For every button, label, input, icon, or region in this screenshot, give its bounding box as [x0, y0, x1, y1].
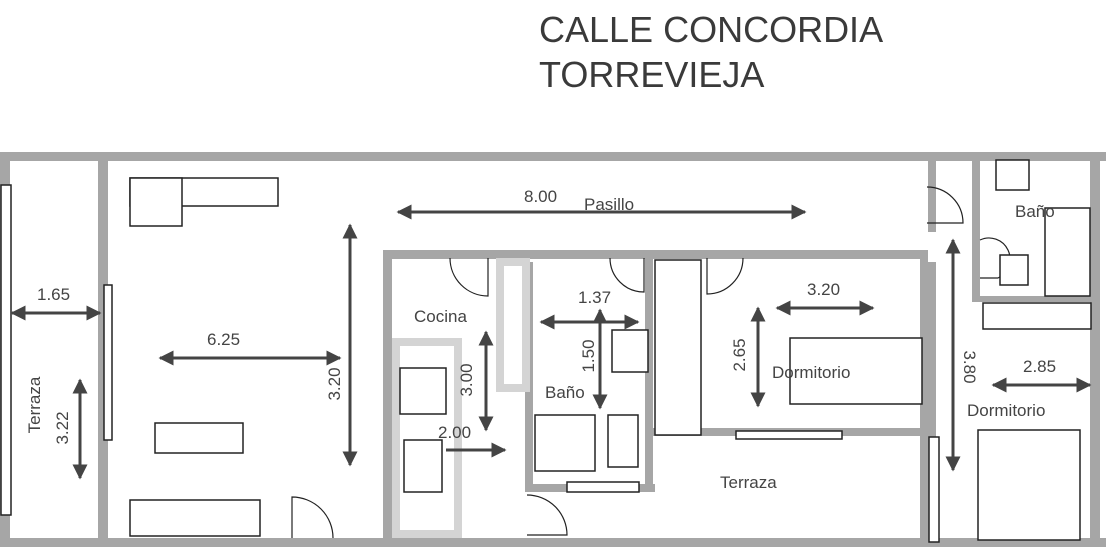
dim-dormitorio-width: 3.20 — [807, 280, 840, 299]
city-title: TORREVIEJA — [539, 54, 765, 95]
dim-bano-length: 1.50 — [579, 339, 598, 372]
dim-pasillo-length: 8.00 — [524, 187, 557, 206]
street-title: CALLE CONCORDIA — [539, 9, 884, 50]
room-label-cocina: Cocina — [414, 307, 467, 326]
sink-icon — [403, 439, 443, 493]
room-label-dormitorio-right: Dormitorio — [967, 401, 1045, 420]
dim-terraza-length: 3.22 — [53, 411, 72, 444]
room-label-terraza-bottom: Terraza — [720, 473, 777, 492]
dim-cocina-length: 3.00 — [457, 363, 476, 396]
room-label-dormitorio: Dormitorio — [772, 363, 850, 382]
room-label-terraza-left: Terraza — [25, 376, 44, 433]
dim-dormitorio-right-width: 2.85 — [1023, 357, 1056, 376]
cabinet — [129, 499, 261, 537]
room-label-bano-right: Baño — [1015, 202, 1055, 221]
shower-icon — [534, 414, 596, 472]
dim-terraza-width: 1.65 — [37, 285, 70, 304]
toilet-right-icon — [999, 254, 1029, 286]
windows — [0, 184, 940, 543]
bathtub-icon — [1044, 207, 1091, 297]
dim-dormitorio-right-length: 3.80 — [960, 350, 979, 383]
toilet-icon — [607, 414, 639, 468]
stove-icon — [399, 367, 447, 415]
dim-salon-length: 3.20 — [325, 367, 344, 400]
furniture — [129, 159, 1092, 541]
dim-bano-width: 1.37 — [578, 288, 611, 307]
dim-dormitorio-length: 2.65 — [730, 338, 749, 371]
dim-cocina-width: 2.00 — [438, 423, 471, 442]
washbasin-icon — [611, 329, 649, 373]
room-label-bano: Baño — [545, 383, 585, 402]
bed-single — [789, 337, 923, 405]
washbasin-right-icon — [995, 159, 1030, 191]
wardrobe — [654, 259, 702, 436]
dim-salon-width: 6.25 — [207, 330, 240, 349]
dimension-arrows — [10, 204, 1092, 480]
dimension-labels: 1.65 3.22 6.25 3.20 8.00 3.00 2.00 1.37 … — [37, 187, 1056, 445]
bed-double — [977, 429, 1081, 541]
dining-table — [154, 422, 244, 454]
room-label-pasillo: Pasillo — [584, 195, 634, 214]
wardrobe-right — [982, 302, 1092, 330]
room-labels: Terraza Pasillo Cocina Baño Dormitorio T… — [25, 195, 1055, 492]
